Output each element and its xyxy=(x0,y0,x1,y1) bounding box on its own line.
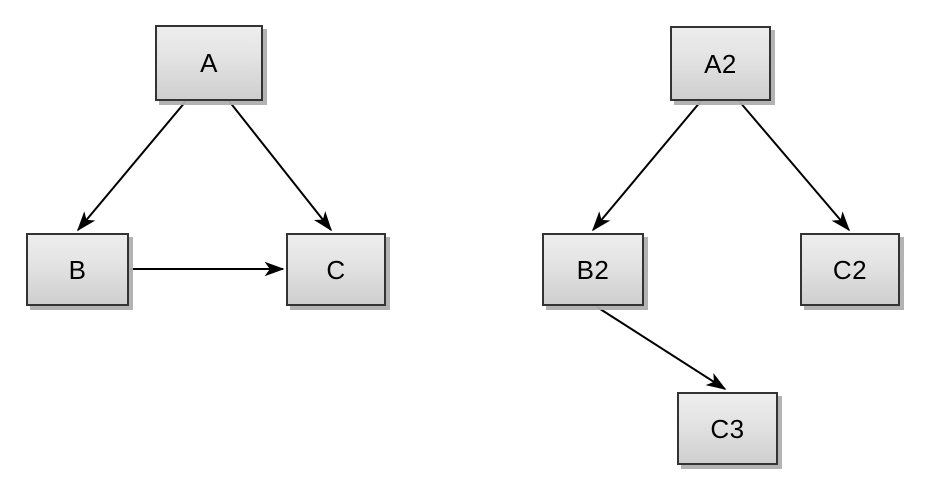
edge-a2-to-c2 xyxy=(738,100,851,232)
node-label-a2: A2 xyxy=(704,48,737,79)
node-label-c: C xyxy=(326,254,346,285)
node-c2[interactable]: C2 xyxy=(800,233,900,306)
node-label-b: B xyxy=(68,254,87,285)
edge-a2-to-b2 xyxy=(591,100,702,232)
edges-group xyxy=(76,100,851,390)
node-label-c3: C3 xyxy=(710,413,745,444)
node-b2[interactable]: B2 xyxy=(542,233,644,306)
node-label-c2: C2 xyxy=(832,254,868,285)
node-label-b2: B2 xyxy=(576,254,610,285)
node-c[interactable]: C xyxy=(286,233,386,306)
edge-a-to-c xyxy=(228,100,332,232)
node-a2[interactable]: A2 xyxy=(670,26,771,101)
edge-a-to-b xyxy=(76,100,187,232)
edge-b2-to-c3 xyxy=(596,306,727,390)
node-c3[interactable]: C3 xyxy=(677,392,778,465)
node-a[interactable]: A xyxy=(155,25,263,101)
node-label-a: A xyxy=(200,48,218,78)
node-b[interactable]: B xyxy=(26,233,129,306)
